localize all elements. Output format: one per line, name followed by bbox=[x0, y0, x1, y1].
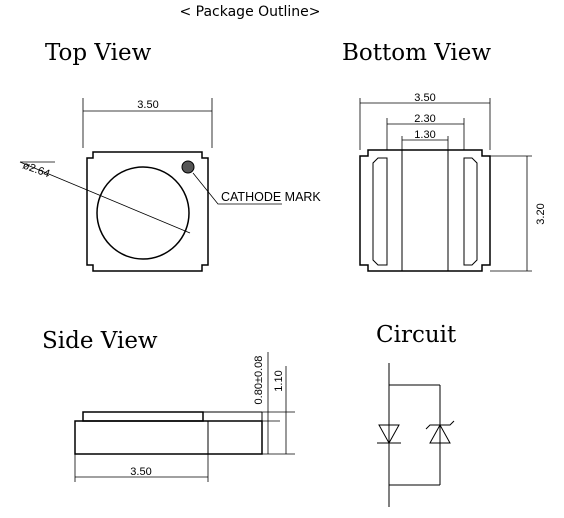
side-lens-layer bbox=[82, 411, 204, 422]
bottom-view-pad-inner-dimension: 1.30 bbox=[401, 129, 449, 150]
side-width-dimension: 3.50 bbox=[74, 454, 209, 482]
led-diode-symbol bbox=[377, 424, 401, 445]
bottom-pad-inner-label: 1.30 bbox=[414, 129, 435, 141]
side-view-title: Side View bbox=[42, 328, 158, 354]
bottom-width-label: 3.50 bbox=[414, 92, 435, 104]
side-body bbox=[74, 420, 263, 455]
side-total-height-label: 1.10 bbox=[273, 370, 285, 391]
left-pad bbox=[372, 157, 388, 266]
cathode-leader-line bbox=[192, 172, 282, 205]
cathode-mark-label: CATHODE MARK bbox=[221, 190, 321, 204]
side-width-label: 3.50 bbox=[130, 466, 151, 478]
top-view-body-outline bbox=[86, 151, 209, 272]
circuit-title: Circuit bbox=[376, 322, 457, 348]
top-view-width-dimension: 3.50 bbox=[82, 98, 213, 148]
top-view-title: Top View bbox=[45, 40, 152, 66]
bottom-view-body-outline bbox=[359, 149, 491, 272]
bottom-view-width-dimension: 3.50 bbox=[359, 92, 491, 150]
bottom-view-pad-outer-dimension: 2.30 bbox=[386, 113, 465, 150]
diameter-label: ø2.64 bbox=[21, 160, 52, 181]
bottom-view-title: Bottom View bbox=[342, 40, 491, 66]
zener-diode-symbol bbox=[425, 420, 455, 444]
lens-circle bbox=[96, 166, 190, 260]
center-pad bbox=[401, 149, 449, 272]
side-lens-height-label: 0.80±0.08 bbox=[253, 356, 265, 405]
side-view: Side View 3.50 0.80±0.08 1.10 bbox=[42, 328, 295, 482]
diameter-leader-line bbox=[19, 161, 191, 234]
bottom-height-label: 3.20 bbox=[535, 203, 547, 224]
bottom-view: Bottom View 3.50 2.30 1.30 bbox=[342, 40, 547, 272]
top-view: Top View 3.50 ø2.64 CATHODE MARK bbox=[19, 40, 321, 272]
top-view-width-label: 3.50 bbox=[137, 99, 158, 111]
right-pad bbox=[463, 157, 478, 266]
bottom-pad-outer-label: 2.30 bbox=[414, 113, 435, 125]
cathode-mark-dot bbox=[181, 160, 195, 174]
bottom-view-height-dimension: 3.20 bbox=[490, 155, 547, 272]
page-header: < Package Outline> bbox=[179, 4, 320, 20]
circuit: Circuit bbox=[376, 322, 457, 507]
side-height-dimensions: 0.80±0.08 1.10 bbox=[253, 352, 295, 455]
